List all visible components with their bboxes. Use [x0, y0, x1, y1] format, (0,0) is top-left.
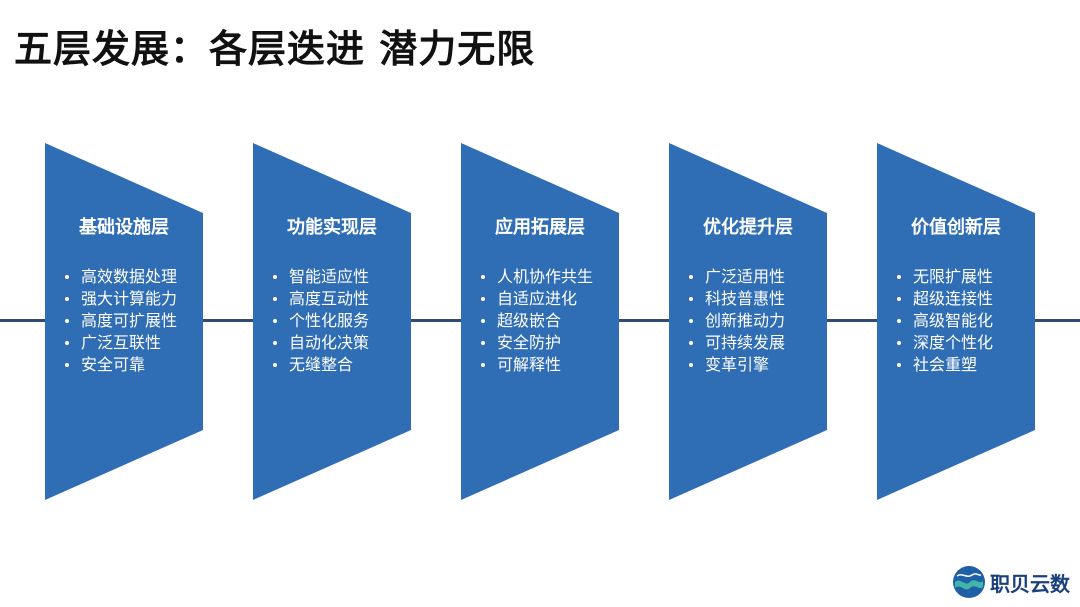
list-item: 高度可扩展性 — [63, 310, 177, 332]
globe-wave-icon — [953, 566, 985, 598]
layer-1-list: 高效数据处理 强大计算能力 高度可扩展性 广泛互联性 安全可靠 — [63, 266, 177, 376]
layer-4-shape — [669, 143, 827, 500]
list-item: 超级嵌合 — [479, 310, 593, 332]
list-item: 强大计算能力 — [63, 288, 177, 310]
list-item: 超级连接性 — [895, 288, 993, 310]
list-item: 安全可靠 — [63, 354, 177, 376]
layer-5: 价值创新层 无限扩展性 超级连接性 高级智能化 深度个性化 社会重塑 — [877, 143, 1035, 500]
list-item: 变革引擎 — [687, 354, 785, 376]
list-item: 高效数据处理 — [63, 266, 177, 288]
list-item: 自适应进化 — [479, 288, 593, 310]
list-item: 自动化决策 — [271, 332, 369, 354]
list-item: 可持续发展 — [687, 332, 785, 354]
list-item: 深度个性化 — [895, 332, 993, 354]
layer-4: 优化提升层 广泛适用性 科技普惠性 创新推动力 可持续发展 变革引擎 — [669, 143, 827, 500]
list-item: 安全防护 — [479, 332, 593, 354]
layer-3-list: 人机协作共生 自适应进化 超级嵌合 安全防护 可解释性 — [479, 266, 593, 376]
layer-4-list: 广泛适用性 科技普惠性 创新推动力 可持续发展 变革引擎 — [687, 266, 785, 376]
brand-logo: 职贝云数 — [952, 563, 1070, 601]
list-item: 社会重塑 — [895, 354, 993, 376]
list-item: 个性化服务 — [271, 310, 369, 332]
list-item: 高级智能化 — [895, 310, 993, 332]
list-item: 人机协作共生 — [479, 266, 593, 288]
list-item: 高度互动性 — [271, 288, 369, 310]
page-title: 五层发展：各层迭进 潜力无限 — [14, 27, 536, 71]
list-item: 广泛适用性 — [687, 266, 785, 288]
layer-2: 功能实现层 智能适应性 高度互动性 个性化服务 自动化决策 无缝整合 — [253, 143, 411, 500]
list-item: 科技普惠性 — [687, 288, 785, 310]
list-item: 无限扩展性 — [895, 266, 993, 288]
layer-3: 应用拓展层 人机协作共生 自适应进化 超级嵌合 安全防护 可解释性 — [461, 143, 619, 500]
layer-4-heading: 优化提升层 — [703, 217, 793, 238]
layer-1-heading: 基础设施层 — [79, 217, 169, 238]
list-item: 可解释性 — [479, 354, 593, 376]
list-item: 广泛互联性 — [63, 332, 177, 354]
list-item: 智能适应性 — [271, 266, 369, 288]
layer-3-heading: 应用拓展层 — [495, 217, 585, 238]
list-item: 创新推动力 — [687, 310, 785, 332]
layer-2-heading: 功能实现层 — [287, 217, 377, 238]
layer-3-shape — [461, 143, 619, 500]
list-item: 无缝整合 — [271, 354, 369, 376]
layer-5-shape — [877, 143, 1035, 500]
layer-2-list: 智能适应性 高度互动性 个性化服务 自动化决策 无缝整合 — [271, 266, 369, 376]
layer-2-shape — [253, 143, 411, 500]
layer-5-list: 无限扩展性 超级连接性 高级智能化 深度个性化 社会重塑 — [895, 266, 993, 376]
layer-5-heading: 价值创新层 — [911, 217, 1001, 238]
layer-1: 基础设施层 高效数据处理 强大计算能力 高度可扩展性 广泛互联性 安全可靠 — [45, 143, 203, 500]
layer-1-shape — [45, 143, 203, 500]
logo-text: 职贝云数 — [990, 571, 1070, 596]
